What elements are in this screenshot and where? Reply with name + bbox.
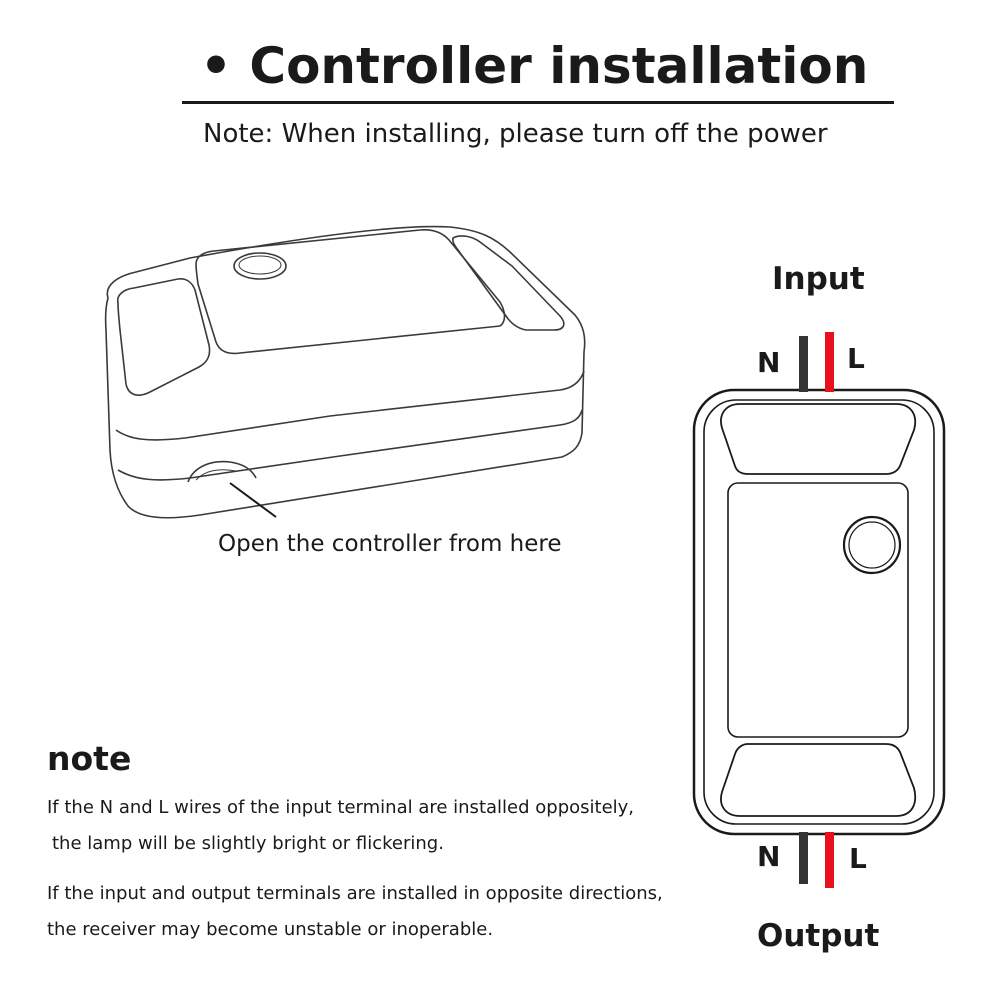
controller-perspective-illustration [104,225,586,519]
note-line: If the N and L wires of the input termin… [47,797,635,818]
title-underline [182,101,894,104]
output-label: Output [757,918,880,954]
output-live-wire [825,832,834,888]
opening-notch [187,460,257,483]
lid-left-bump [116,278,211,396]
note-line: If the input and output terminals are in… [47,883,663,904]
note-line: the lamp will be slightly bright or flic… [52,833,444,854]
controller-top-view [692,388,946,836]
input-label: Input [772,261,865,297]
power-off-note: Note: When installing, please turn off t… [203,119,828,149]
base-seam [117,409,583,481]
controller-outline-outer [692,388,946,836]
input-neutral-wire [799,336,808,392]
output-live-label: L [849,842,867,875]
output-terminal-block [720,743,917,817]
title-text: Controller installation [249,37,869,95]
lid-top-panel [195,229,506,355]
input-neutral-label: N [757,346,781,379]
controller-body-outline [104,225,586,519]
page-title: • Controller installation [200,36,868,96]
note-line: the receiver may become unstable or inop… [47,919,494,940]
callout-leader-line [229,482,277,518]
receiver-module-body [727,482,909,738]
receiver-button-outer [842,515,902,575]
lid-right-bump [452,235,565,331]
output-neutral-wire [799,832,808,884]
input-terminal-block [720,403,917,475]
note-paragraph-reversed-terminals: If the input and output terminals are in… [47,876,663,948]
wires [799,332,834,888]
open-controller-callout: Open the controller from here [218,531,562,557]
lid-seam [115,370,585,441]
input-live-label: L [847,342,865,375]
input-live-wire [825,332,834,392]
bullet: • [200,37,232,95]
pairing-button [233,252,287,280]
output-neutral-label: N [757,840,781,873]
note-heading: note [47,739,132,778]
receiver-button-inner [848,521,896,569]
pairing-button-inner [238,255,282,275]
note-paragraph-reversed-wires: If the N and L wires of the input termin… [47,790,634,862]
controller-outline-inner [703,399,935,825]
opening-notch-inner [195,469,237,481]
